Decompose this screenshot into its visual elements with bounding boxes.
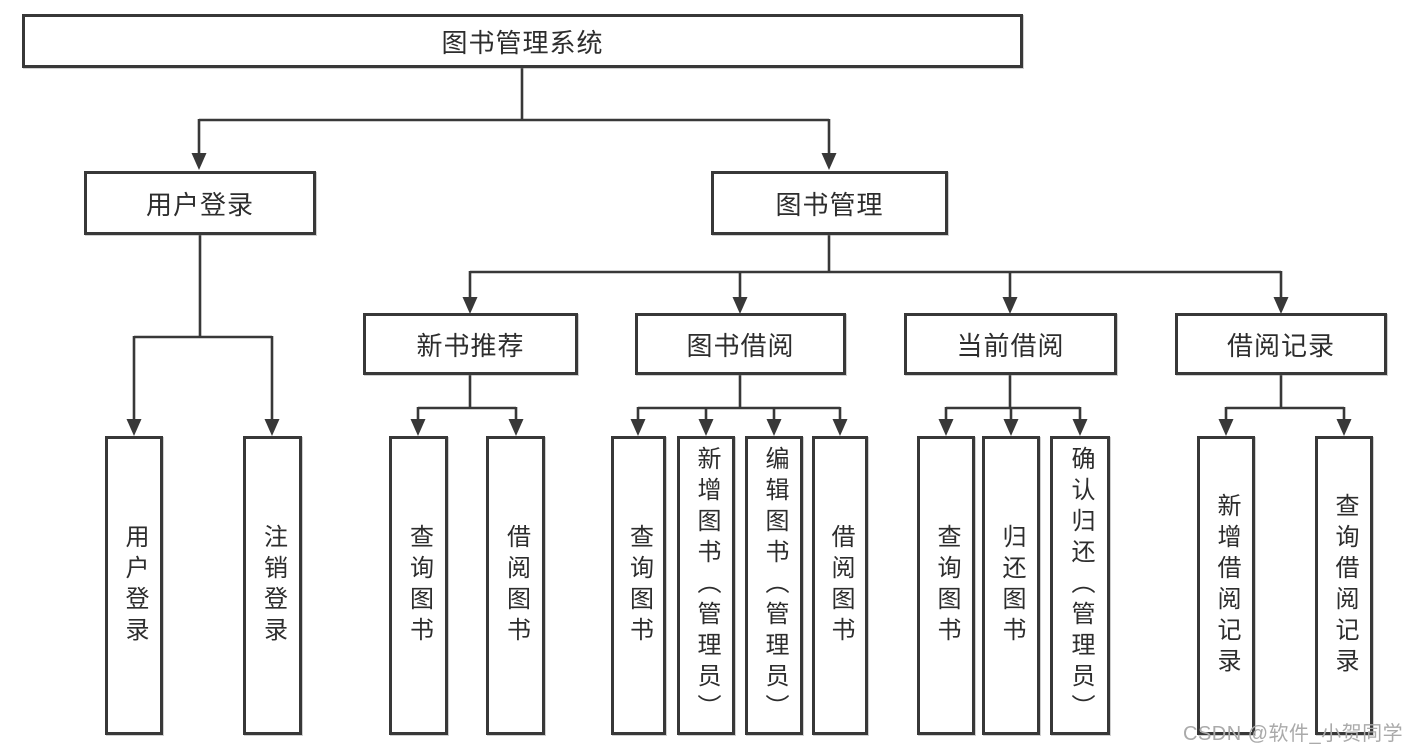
leaf-return-books-label: 归还图书 (998, 523, 1025, 648)
leaf-query-books-current-label: 查询图书 (933, 523, 960, 648)
leaf-return-books: 归还图书 (982, 436, 1040, 735)
leaf-logout-login: 注销登录 (243, 436, 302, 735)
leaf-add-books-admin: 新增图书（管理员） (677, 436, 735, 735)
node-book-borrow-label: 图书借阅 (686, 330, 795, 361)
leaf-user-login: 用户登录 (105, 436, 163, 735)
leaf-query-books-borrow: 查询图书 (611, 436, 666, 735)
node-borrow-records-label: 借阅记录 (1226, 330, 1335, 361)
leaf-borrow-books-label: 借阅图书 (827, 523, 854, 648)
leaf-confirm-return-admin-label: 确认归还（管理员） (1067, 446, 1094, 725)
leaf-query-books-recommend-label: 查询图书 (405, 523, 433, 648)
node-root-system: 图书管理系统 (22, 14, 1023, 68)
leaf-query-books-recommend: 查询图书 (389, 436, 448, 735)
leaf-logout-login-label: 注销登录 (259, 523, 287, 648)
leaf-borrow-books: 借阅图书 (812, 436, 868, 735)
csdn-watermark: CSDN @软件_小贺同学 (1183, 723, 1404, 745)
node-current-borrow-label: 当前借阅 (956, 330, 1065, 361)
leaf-query-books-borrow-label: 查询图书 (625, 523, 653, 648)
node-book-management-label: 图书管理 (775, 189, 884, 220)
node-user-login-label: 用户登录 (145, 189, 254, 220)
leaf-borrow-books-recommend: 借阅图书 (486, 436, 545, 735)
leaf-edit-books-admin-label: 编辑图书（管理员） (761, 446, 788, 725)
node-user-login: 用户登录 (84, 171, 316, 235)
leaf-add-books-admin-label: 新增图书（管理员） (693, 446, 720, 725)
node-current-borrow: 当前借阅 (904, 313, 1117, 375)
node-book-management: 图书管理 (711, 171, 948, 235)
leaf-confirm-return-admin: 确认归还（管理员） (1050, 436, 1110, 735)
leaf-user-login-label: 用户登录 (121, 523, 148, 648)
node-book-borrow: 图书借阅 (635, 313, 846, 375)
leaf-add-borrow-record-label: 新增借阅记录 (1213, 492, 1240, 679)
node-new-book-recommend-label: 新书推荐 (416, 330, 525, 361)
leaf-edit-books-admin: 编辑图书（管理员） (745, 436, 803, 735)
leaf-add-borrow-record: 新增借阅记录 (1197, 436, 1255, 735)
leaf-query-borrow-record-label: 查询借阅记录 (1331, 492, 1358, 679)
leaf-query-borrow-record: 查询借阅记录 (1315, 436, 1373, 735)
leaf-borrow-books-recommend-label: 借阅图书 (502, 523, 530, 648)
node-borrow-records: 借阅记录 (1175, 313, 1387, 375)
leaf-query-books-current: 查询图书 (917, 436, 975, 735)
node-root-label: 图书管理系统 (441, 27, 604, 58)
node-new-book-recommend: 新书推荐 (363, 313, 578, 375)
